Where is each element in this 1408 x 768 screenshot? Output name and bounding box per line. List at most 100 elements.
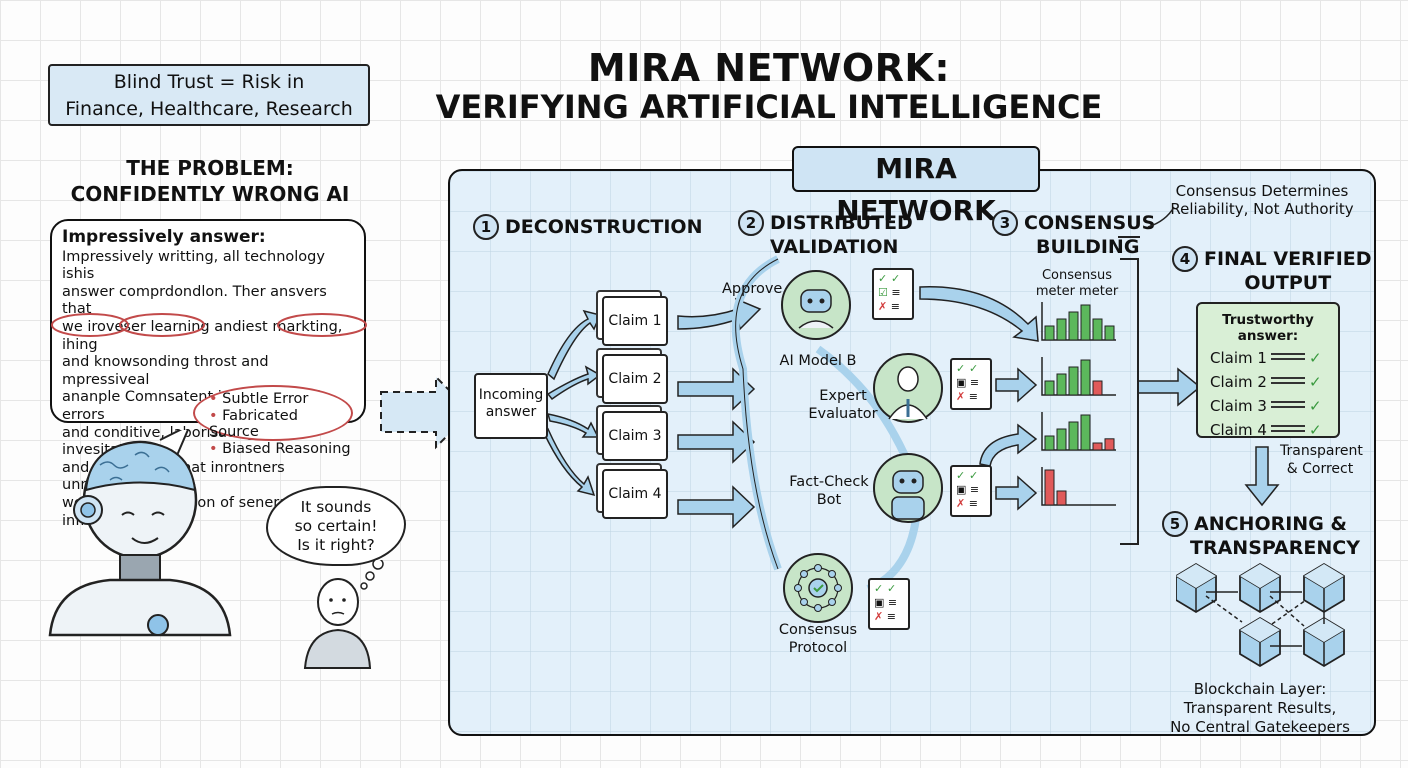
- claim-card: Claim 4: [602, 469, 668, 519]
- error-highlight-oval: [51, 313, 129, 337]
- block-icon: [1303, 617, 1345, 667]
- note-line: Reliability, Not Authority: [1170, 200, 1354, 218]
- meter-bar: [1080, 414, 1091, 451]
- block-icon: [1239, 563, 1281, 613]
- vote-checklist: ✓ ✓▣ ≡✗ ≡: [868, 578, 910, 630]
- answer-line: and knowsonding throst and mpressiveal: [62, 354, 269, 388]
- step-title: CONSENSUS: [1024, 212, 1156, 234]
- bot-icon: [891, 470, 925, 520]
- consensus-note: Consensus Determines Reliability, Not Au…: [1162, 182, 1362, 218]
- error-type: • Subtle Error: [209, 391, 309, 407]
- meter-bar: [1068, 366, 1079, 396]
- user-thought-bubble: It sounds so certain! Is it right?: [266, 486, 406, 566]
- answer-heading: Impressively answer:: [62, 227, 266, 247]
- validator-label-line: Expert: [819, 388, 867, 404]
- network-node-icon: [794, 564, 842, 612]
- split-arrow-icon: [546, 413, 600, 438]
- claim-arrow-icon: [677, 485, 756, 529]
- meter-bar: [1044, 435, 1055, 451]
- claim-arrow-icon: [677, 297, 762, 331]
- meter-bar: [1080, 304, 1091, 341]
- incoming-label: answer: [485, 404, 537, 420]
- check-icon: ✓: [1308, 373, 1322, 391]
- thought-line: It sounds: [300, 498, 372, 516]
- meter-bar: [1092, 442, 1103, 451]
- validator-label-line: Fact-Check: [789, 474, 869, 490]
- check-icon: ✓: [1308, 421, 1322, 439]
- check-icon: ✓: [1308, 397, 1322, 415]
- risk-line-1: Blind Trust = Risk in: [113, 71, 305, 93]
- claim-card: Claim 1: [602, 296, 668, 346]
- block-icon: [1176, 563, 1217, 613]
- vote-checklist: ✓ ✓▣ ≡✗ ≡: [950, 358, 992, 410]
- verified-claim-row: Claim 4✓: [1210, 421, 1322, 439]
- robot-icon: [798, 289, 834, 329]
- meter-bar: [1056, 373, 1067, 396]
- note-line: Consensus Determines: [1175, 182, 1349, 200]
- anchor-arrow-icon: [1244, 446, 1280, 507]
- consensus-bracket: [1120, 258, 1139, 545]
- approve-label: Approve: [722, 281, 783, 297]
- step-title: VALIDATION: [770, 236, 899, 258]
- meter-bar: [1104, 325, 1115, 341]
- meter-bar: [1068, 421, 1079, 451]
- block-icon: [1303, 563, 1345, 613]
- meter-bar: [1056, 428, 1067, 451]
- validator-label-line: Bot: [816, 492, 842, 508]
- block-icon: [1239, 617, 1281, 667]
- bracket-top: [1118, 236, 1140, 238]
- blockchain-label: Blockchain Layer: Transparent Results, N…: [1160, 680, 1360, 737]
- blockchain-label-line: Blockchain Layer:: [1193, 680, 1327, 698]
- thought-line: Is it right?: [297, 536, 375, 554]
- validator-label-line: Consensus: [778, 622, 858, 638]
- note-pointer-icon: [1147, 206, 1175, 228]
- main-subtitle: VERIFYING ARTIFICIAL INTELLIGENCE: [435, 88, 1103, 126]
- verified-claim-row: Claim 1✓: [1210, 349, 1322, 367]
- vote-arrow-icon: [995, 367, 1038, 403]
- final-heading: Trustworthy answer:: [1222, 312, 1314, 344]
- error-type: • Fabricated Source: [209, 407, 298, 441]
- error-type: • Biased Reasoning: [209, 440, 351, 457]
- step-title: FINAL VERIFIED: [1204, 248, 1372, 270]
- meter-bar: [1092, 318, 1103, 341]
- validator-label: Expert Evaluator: [808, 387, 878, 423]
- claim-card: Claim 3: [602, 411, 668, 461]
- step-title: BUILDING: [1036, 236, 1140, 258]
- confused-user-illustration: [303, 560, 384, 669]
- meter-bar: [1092, 380, 1103, 396]
- meter-axis: [1041, 412, 1116, 451]
- blockchain-label-line: No Central Gatekeepers: [1170, 718, 1350, 736]
- check-icon: ✓: [1308, 349, 1322, 367]
- transparent-note: Transparent & Correct: [1280, 442, 1363, 478]
- blockchain-label-line: Transparent Results,: [1183, 699, 1337, 717]
- validator-label-line: Evaluator: [808, 406, 878, 422]
- scientist-icon: [888, 366, 928, 420]
- step-title: DISTRIBUTED: [770, 212, 913, 234]
- meter-bar: [1068, 311, 1079, 341]
- chest-light-icon: [147, 614, 169, 636]
- step-title: ANCHORING &: [1194, 513, 1347, 535]
- step-title: TRANSPARENCY: [1190, 537, 1360, 559]
- meter-bar: [1080, 359, 1091, 396]
- error-types-callout: • Subtle Error • Fabricated Source • Bia…: [193, 385, 353, 457]
- step-number-badge: 4: [1172, 246, 1198, 272]
- vote-checklist: ✓ ✓▣ ≡✗ ≡: [950, 465, 992, 517]
- incoming-label: Incoming: [478, 387, 544, 403]
- thought-line: so certain!: [294, 517, 378, 535]
- expert-evaluator-avatar: [873, 353, 943, 423]
- ai-robot-illustration: [48, 430, 232, 637]
- error-highlight-oval: [119, 313, 205, 337]
- meter-axis: [1041, 302, 1116, 341]
- claim-card: Claim 2: [602, 354, 668, 404]
- risk-line-2: Finance, Healthcare, Research: [65, 98, 353, 120]
- flow-arrows: [543, 206, 1280, 593]
- incoming-answer-doc: Incoming answer: [474, 373, 548, 439]
- meter-bar: [1104, 438, 1115, 451]
- meter-axis: [1041, 357, 1116, 396]
- split-arrow-icon: [547, 309, 602, 381]
- problem-title-line-2: CONFIDENTLY WRONG AI: [70, 182, 350, 206]
